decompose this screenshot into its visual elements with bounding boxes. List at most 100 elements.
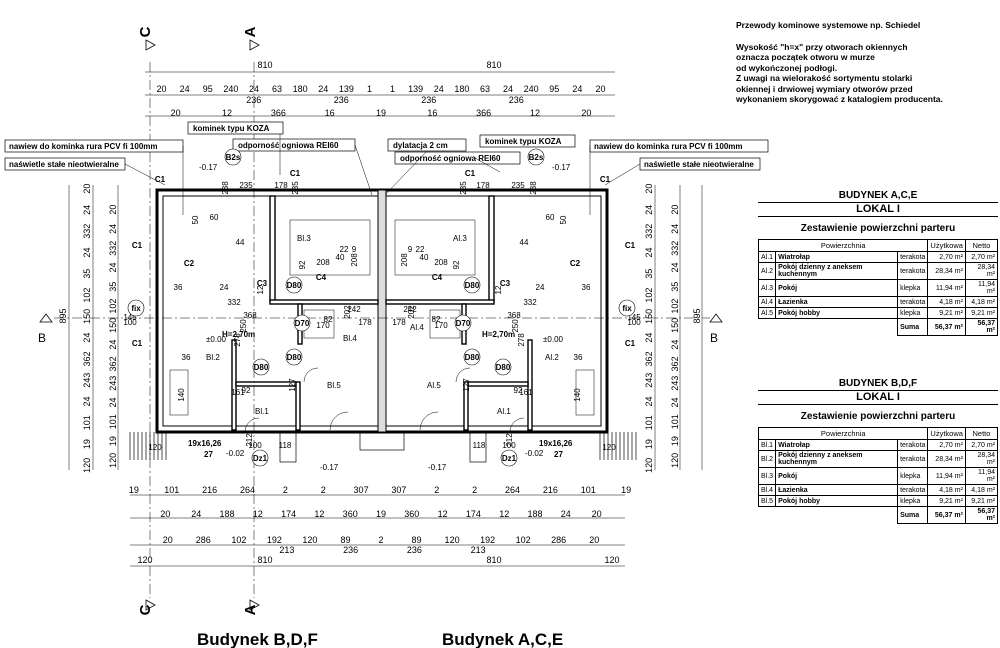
dim-label: 243 [670, 376, 680, 391]
dim-label: 20 [157, 84, 167, 94]
dim-label: 188 [527, 509, 542, 519]
table-cell-usable: 2,70 m² [927, 439, 966, 451]
dim-label: 120 [148, 443, 162, 452]
opening-tag: D80 [496, 363, 511, 372]
dim-label: 216 [202, 485, 217, 495]
dim-label: 24 [108, 262, 118, 272]
dim-label: 332 [644, 224, 654, 239]
level-right-top: -0.17 [552, 163, 571, 172]
dim-label: 36 [574, 353, 583, 362]
dim-label: 24 [82, 333, 92, 343]
dim-label: 102 [516, 535, 531, 545]
dim-label: 82 [432, 315, 441, 324]
table-cell-name: Pokój [775, 279, 899, 297]
dim-label: 50 [559, 215, 568, 224]
opening-tag: C4 [316, 273, 327, 282]
dim-label: 24 [318, 84, 328, 94]
dim-label: 240 [524, 84, 539, 94]
dim-label: 101 [164, 485, 179, 495]
dim-label: 101 [82, 415, 92, 430]
opening-tag: fix [622, 304, 632, 313]
dim-label: 20 [644, 184, 654, 194]
dim-label: 810 [257, 60, 272, 70]
stairs-right-count: 27 [554, 450, 563, 459]
dim-label: 89 [340, 535, 350, 545]
table-header: Użytkowa [927, 427, 966, 440]
room-al3: Al.3 [453, 234, 467, 243]
table-cell-name: Pokój hobby [775, 307, 899, 319]
dim-label: 150 [644, 309, 654, 324]
dim-label: 60 [546, 213, 555, 222]
room-al1: Al.1 [497, 407, 511, 416]
dim-label: 139 [339, 84, 354, 94]
opening-tag: C4 [432, 273, 443, 282]
porch-lines [129, 431, 637, 463]
dim-label: 178 [274, 181, 288, 190]
dim-label: 150 [108, 318, 118, 333]
dim-label: 24 [180, 84, 190, 94]
dim-label: 9 [408, 245, 413, 254]
table-cell-net: 2,70 m² [964, 439, 999, 451]
dim-label: 174 [281, 509, 296, 519]
dim-label: 19 [670, 436, 680, 446]
table-cell-usable: 28,34 m² [927, 262, 966, 280]
dim-label: 40 [420, 253, 429, 262]
dim-label: 236 [334, 95, 349, 105]
dim-label: 19 [376, 509, 386, 519]
dim-label: 127 [462, 378, 471, 392]
dim-label: 24 [108, 397, 118, 407]
dim-label: 118 [279, 441, 292, 450]
dim-label: 145 [627, 313, 641, 322]
dim-label: 810 [257, 555, 272, 565]
dim-label: 24 [644, 205, 654, 215]
opening-tag: C1 [625, 241, 636, 250]
table-cell-id: Bl.3 [757, 467, 777, 485]
opening-tag: D80 [465, 281, 480, 290]
dim-label: 895 [58, 308, 68, 323]
interior-wall [463, 381, 469, 431]
level-left-bottom: -0.17 [320, 463, 339, 472]
table-cell-usable: 9,21 m² [927, 307, 966, 319]
dim-label: 101 [644, 415, 654, 430]
dim-label: 120 [602, 443, 616, 452]
opening-tag: D80 [287, 353, 302, 362]
room-height-left: H=2,70m [222, 330, 255, 339]
dim-label: 236 [509, 95, 524, 105]
dim-label: 92 [242, 386, 251, 395]
table-cell-usable: 9,21 m² [927, 495, 966, 507]
dim-label: 20 [171, 108, 181, 118]
callout-stove-left: kominek typu KOZA [193, 124, 270, 133]
table-cell-usable: 2,70 m² [927, 251, 966, 263]
dim-label: 192 [267, 535, 282, 545]
dim-label: 362 [644, 351, 654, 366]
dim-label: 20 [670, 205, 680, 215]
table-cell-floor: terakota [897, 439, 929, 451]
table-cell-floor: terakota [897, 296, 929, 308]
dim-label: 202 [343, 305, 352, 319]
dim-label: 24 [670, 224, 680, 234]
section-c-bottom: C [137, 604, 154, 615]
dim-label: 50 [191, 215, 200, 224]
table-cell-usable: 4,18 m² [927, 484, 966, 496]
room-bl1: Bl.1 [255, 407, 269, 416]
table-subtitle: Zestawienie powierzchni parteru [800, 223, 956, 234]
dim-label: 20 [581, 108, 591, 118]
sum-label: Suma [897, 506, 929, 524]
dim-label: 208 [350, 253, 359, 267]
dim-label: 12 [499, 509, 509, 519]
room-al4: Al.4 [410, 323, 424, 332]
dim-label: 362 [82, 351, 92, 366]
table-cell-name: Pokój [775, 467, 899, 485]
room-bl5: Bl.5 [327, 381, 341, 390]
dim-label: 243 [644, 373, 654, 388]
dim-label: 243 [82, 373, 92, 388]
dim-label: 24 [670, 340, 680, 350]
dim-label: 16 [325, 108, 335, 118]
dim-label: 174 [466, 509, 481, 519]
dim-label: 102 [644, 288, 654, 303]
dim-label: 22 [416, 245, 425, 254]
